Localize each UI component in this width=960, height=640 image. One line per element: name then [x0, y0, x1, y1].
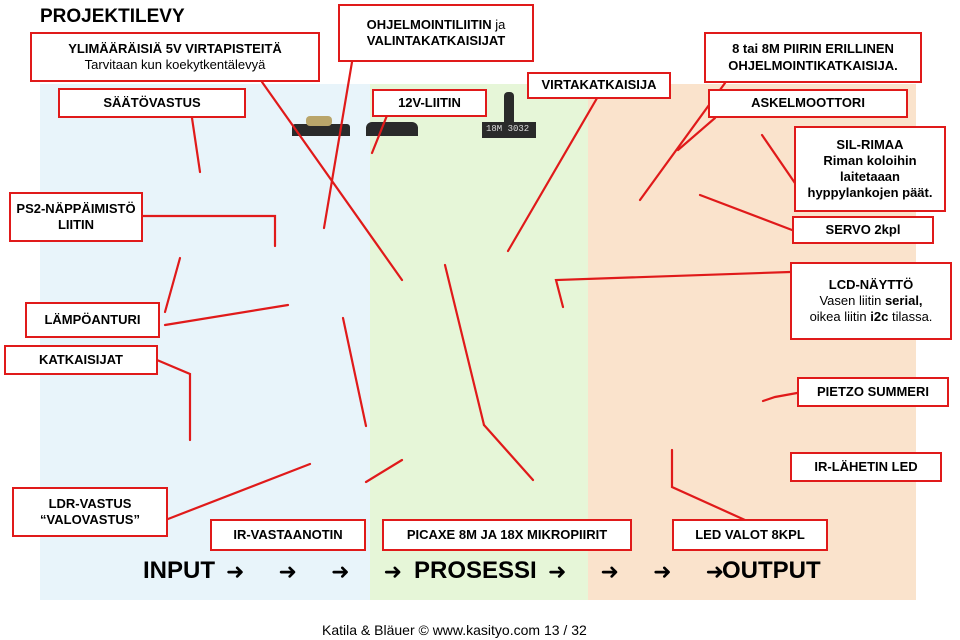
callout-ohjelmointiliitin: OHJELMOINTILIITIN ja VALINTAKATKAISIJAT — [338, 4, 534, 62]
callout-servo-label: SERVO 2kpl — [825, 221, 901, 237]
callout-lcd-line2-b: serial, — [884, 292, 923, 308]
callout-12v-liitin: 12V-LIITIN — [372, 89, 487, 117]
component-switch-lever — [504, 92, 514, 124]
leader-saatovastus — [190, 116, 202, 174]
callout-ir-lahetin: IR-LÄHETIN LED — [790, 452, 942, 482]
callout-lampoanturi-label: LÄMPÖANTURI — [44, 311, 141, 327]
leader-led — [670, 448, 758, 527]
leader-ohjelmointiliitin — [322, 60, 354, 230]
callout-12v-liitin-label: 12V-LIITIN — [398, 94, 461, 110]
leader-virtakatkaisija — [506, 91, 602, 253]
flow-arrows-input-process: ➜ ➜ ➜ ➜ — [226, 559, 417, 584]
callout-ylimaaraisia-title: YLIMÄÄRÄISIÄ 5V VIRTAPISTEITÄ — [68, 40, 282, 56]
callout-katkaisijat-label: KATKAISIJAT — [38, 351, 124, 367]
callout-ylimaaraisia: YLIMÄÄRÄISIÄ 5V VIRTAPISTEITÄ Tarvitaan … — [30, 32, 320, 82]
leader-lampoanturi-a — [163, 256, 182, 314]
callout-ohjelmointiliitin-line2: VALINTAKATKAISIJAT — [366, 33, 506, 48]
callout-led-valot: LED VALOT 8KPL — [672, 519, 828, 551]
leader-lampoanturi-b — [163, 303, 290, 327]
callout-picaxe: PICAXE 8M JA 18X MIKROPIIRIT — [382, 519, 632, 551]
callout-silrimaa-line3: laitetaaan — [840, 169, 900, 184]
callout-lcd-line1: LCD-NÄYTTÖ — [828, 276, 914, 292]
callout-virtakatkaisija-label: VIRTAKATKAISIJA — [541, 77, 657, 93]
callout-silrimaa-line2: Riman koloihin — [823, 152, 917, 168]
callout-ohjelmointiliitin-line1: OHJELMOINTILIITIN ja — [367, 17, 506, 33]
callout-lampoanturi: LÄMPÖANTURI — [25, 302, 160, 338]
callout-led-valot-label: LED VALOT 8KPL — [695, 526, 805, 542]
leader-askelmoottori — [676, 116, 717, 152]
component-power-jack — [366, 122, 418, 136]
callout-askelmoottori-label: ASKELMOOTTORI — [751, 95, 865, 111]
callout-askelmoottori: ASKELMOOTTORI — [708, 89, 908, 118]
callout-saatovastus: SÄÄTÖVASTUS — [58, 88, 246, 118]
callout-katkaisijat: KATKAISIJAT — [4, 345, 158, 375]
leader-picaxe-a — [341, 316, 368, 428]
callout-silrimaa: SIL-RIMAA Riman koloihin laitetaaan hypp… — [794, 126, 946, 212]
callout-ir-vastaanotin: IR-VASTAANOTIN — [210, 519, 366, 551]
callout-ir-vastaanotin-label: IR-VASTAANOTIN — [233, 526, 343, 542]
leader-servo — [698, 193, 794, 232]
leader-picaxe-b — [443, 263, 486, 427]
leader-lcd — [554, 270, 792, 309]
component-connector-left — [292, 124, 350, 136]
callout-lcd-line3-b: i2c — [870, 309, 889, 325]
callout-pietzo-label: PIETZO SUMMERI — [817, 383, 929, 399]
callout-ldr-line2: “VALOVASTUS” — [40, 512, 140, 527]
callout-lcd-line2: Vasen liitin serial, — [819, 293, 922, 309]
callout-picaxe-label: PICAXE 8M JA 18X MIKROPIIRIT — [406, 526, 608, 542]
callout-pietzo: PIETZO SUMMERI — [797, 377, 949, 407]
callout-lcd-line3-c: tilassa. — [888, 309, 933, 325]
callout-lcd-line3: oikea liitin i2c tilassa. — [810, 309, 933, 325]
leader-ldr — [166, 462, 312, 521]
callout-ps2-line1: PS2-NÄPPÄIMISTÖ — [16, 200, 136, 216]
flow-process: PROSESSI — [414, 557, 537, 584]
page-title: PROJEKTILEVY — [40, 6, 185, 27]
callout-virtakatkaisija: VIRTAKATKAISIJA — [527, 72, 671, 99]
callout-ylimaaraisia-sub: Tarvitaan kun koekytkentälevyä — [84, 57, 266, 72]
callout-piiri-line2: OHJELMOINTIKATKAISIJA. — [728, 57, 898, 73]
callout-ldr: LDR-VASTUS “VALOVASTUS” — [12, 487, 168, 537]
component-trimmer — [306, 116, 332, 126]
callout-silrimaa-line1: SIL-RIMAA — [836, 136, 904, 152]
callout-piiri-line1: 8 tai 8M PIIRIN ERILLINEN — [732, 41, 894, 57]
callout-ir-lahetin-label: IR-LÄHETIN LED — [814, 458, 918, 474]
page-footer: Katila & Bläuer © www.kasityo.com 13 / 3… — [322, 622, 587, 638]
callout-ps2: PS2-NÄPPÄIMISTÖ LIITIN — [9, 192, 143, 242]
leader-katkaisijat — [155, 358, 192, 442]
callout-ldr-line1: LDR-VASTUS — [48, 495, 132, 511]
callout-lcd: LCD-NÄYTTÖ Vasen liitin serial, oikea li… — [790, 262, 952, 340]
callout-piiri: 8 tai 8M PIIRIN ERILLINEN OHJELMOINTIKAT… — [704, 32, 922, 83]
callout-ohjelmointiliitin-ja: ja — [491, 16, 506, 32]
leader-pietzo — [761, 391, 799, 403]
leader-ps2 — [141, 214, 277, 248]
leader-picaxe-c — [482, 423, 535, 482]
callout-silrimaa-line4: hyppylankojen päät. — [807, 185, 933, 201]
process-zone — [370, 84, 588, 600]
callout-ohjelmointiliitin-strong: OHJELMOINTILIITIN — [366, 16, 492, 32]
flow-input: INPUT — [143, 557, 215, 584]
component-chip: 18M 3032 — [482, 122, 536, 138]
flow-output: OUTPUT — [722, 557, 821, 584]
callout-servo: SERVO 2kpl — [792, 216, 934, 244]
callout-saatovastus-label: SÄÄTÖVASTUS — [103, 94, 201, 110]
leader-ir-vastaanotin — [364, 458, 404, 484]
flow-arrows-process-output: ➜ ➜ ➜ ➜ — [548, 559, 739, 584]
callout-lcd-line2-a: Vasen liitin — [819, 292, 885, 308]
callout-ps2-line2: LIITIN — [57, 217, 95, 232]
chip-marking: 18M 3032 — [486, 124, 530, 134]
callout-lcd-line3-a: oikea liitin — [809, 309, 871, 325]
